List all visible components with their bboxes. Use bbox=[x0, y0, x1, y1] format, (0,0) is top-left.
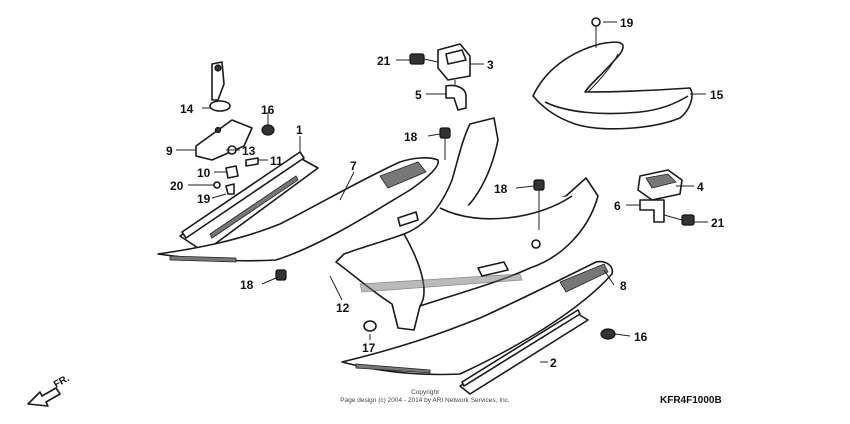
callout-18-a: 18 bbox=[404, 130, 418, 144]
part-1-left-trim bbox=[179, 151, 319, 253]
callout-6: 6 bbox=[614, 199, 621, 213]
leader-lines bbox=[176, 21, 708, 363]
part-18-bolt-a bbox=[439, 127, 451, 160]
part-16-bolt-right bbox=[600, 328, 616, 340]
part-17-cap bbox=[363, 320, 377, 332]
part-4-cushion bbox=[637, 169, 683, 201]
callout-9: 9 bbox=[166, 144, 173, 158]
part-9-lock-bracket bbox=[195, 119, 253, 161]
part-7-left-floor-cover bbox=[157, 157, 439, 263]
callout-3: 3 bbox=[487, 58, 494, 72]
part-2-right-trim bbox=[459, 309, 589, 395]
diagram-code: KFR4F1000B bbox=[660, 395, 722, 406]
callout-16-left: 16 bbox=[261, 103, 275, 117]
callout-11: 11 bbox=[270, 154, 283, 168]
callout-2: 2 bbox=[550, 356, 557, 370]
callout-20: 20 bbox=[170, 179, 184, 193]
part-5-clip bbox=[445, 80, 467, 111]
callout-4: 4 bbox=[697, 180, 704, 194]
callout-17: 17 bbox=[362, 341, 376, 355]
copyright-line-1: Copyright bbox=[411, 389, 439, 396]
callout-12: 12 bbox=[336, 301, 350, 315]
part-19-screw-left bbox=[225, 183, 235, 195]
part-16-bolt-left bbox=[261, 118, 275, 136]
callout-8: 8 bbox=[620, 279, 627, 293]
callout-7: 7 bbox=[350, 159, 357, 173]
part-10-clip bbox=[225, 165, 239, 179]
part-21-bolt-right bbox=[663, 214, 695, 226]
part-19-bolt-top bbox=[591, 17, 601, 48]
copyright-line-2: Page design (c) 2004 - 2014 by ARI Netwo… bbox=[340, 397, 510, 404]
part-14-lock-cylinder bbox=[209, 61, 231, 112]
part-18-bolt-c bbox=[275, 269, 287, 281]
callout-16-right: 16 bbox=[634, 330, 648, 344]
callout-19-left: 19 bbox=[197, 192, 211, 206]
callout-21-top: 21 bbox=[377, 54, 391, 68]
callout-19-top: 19 bbox=[620, 16, 634, 30]
part-20-washer bbox=[213, 181, 221, 189]
callout-18-b: 18 bbox=[494, 182, 508, 196]
front-direction-arrow: FR. bbox=[27, 373, 72, 407]
part-3-bracket bbox=[437, 43, 471, 81]
part-11-screw bbox=[245, 157, 259, 167]
direction-label: FR. bbox=[52, 373, 72, 391]
callout-15: 15 bbox=[710, 88, 724, 102]
callout-13: 13 bbox=[242, 144, 256, 158]
part-21-bolt-top bbox=[409, 53, 439, 65]
callout-10: 10 bbox=[197, 166, 211, 180]
part-15-rear-cover bbox=[532, 41, 693, 130]
callout-21-right: 21 bbox=[711, 216, 725, 230]
part-8-right-floor-cover bbox=[341, 260, 614, 376]
callout-1: 1 bbox=[296, 123, 303, 137]
callout-14: 14 bbox=[180, 102, 194, 116]
part-18-bolt-b bbox=[533, 179, 545, 230]
callout-18-c: 18 bbox=[240, 278, 254, 292]
part-6-bracket bbox=[639, 199, 665, 223]
callout-5: 5 bbox=[415, 88, 422, 102]
